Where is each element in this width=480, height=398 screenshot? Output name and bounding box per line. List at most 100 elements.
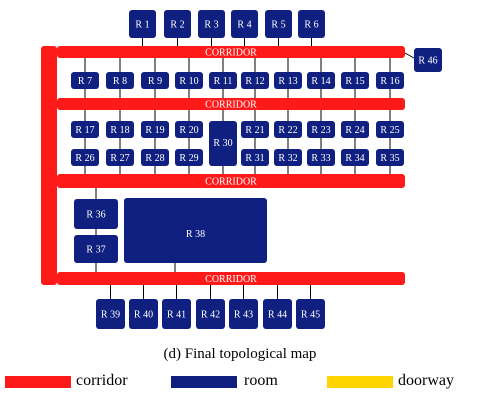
room-label: R 3 bbox=[204, 20, 218, 31]
legend-label-doorway: doorway bbox=[398, 372, 454, 389]
room-box bbox=[274, 121, 302, 138]
room-label: R 16 bbox=[380, 76, 399, 87]
room-box bbox=[209, 121, 237, 166]
room-r21: R 21 bbox=[241, 121, 269, 138]
room-r6: R 6 bbox=[298, 10, 325, 38]
room-box bbox=[124, 198, 267, 263]
room-box bbox=[307, 72, 335, 89]
room-r12: R 12 bbox=[241, 72, 269, 89]
room-box bbox=[307, 121, 335, 138]
room-label: R 6 bbox=[304, 20, 318, 31]
room-r35: R 35 bbox=[376, 149, 404, 166]
corridor-label: CORRIDOR bbox=[205, 177, 257, 188]
room-box bbox=[74, 199, 118, 229]
room-r19: R 19 bbox=[141, 121, 169, 138]
room-r5: R 5 bbox=[265, 10, 292, 38]
room-label: R 45 bbox=[301, 310, 320, 321]
room-r10: R 10 bbox=[175, 72, 203, 89]
room-box bbox=[231, 10, 258, 38]
room-r46: R 46 bbox=[414, 48, 442, 72]
room-r27: R 27 bbox=[106, 149, 134, 166]
room-label: R 32 bbox=[278, 153, 297, 164]
room-r32: R 32 bbox=[274, 149, 302, 166]
room-box bbox=[341, 149, 369, 166]
room-box bbox=[175, 72, 203, 89]
room-label: R 5 bbox=[271, 20, 285, 31]
room-r3: R 3 bbox=[198, 10, 225, 38]
room-r45: R 45 bbox=[296, 299, 325, 329]
room-r16: R 16 bbox=[376, 72, 404, 89]
room-label: R 7 bbox=[78, 76, 92, 87]
corridor-label: CORRIDOR bbox=[205, 274, 257, 285]
room-r44: R 44 bbox=[263, 299, 292, 329]
room-label: R 18 bbox=[110, 125, 129, 136]
room-box bbox=[376, 149, 404, 166]
room-r9: R 9 bbox=[141, 72, 169, 89]
room-box bbox=[175, 149, 203, 166]
room-label: R 41 bbox=[167, 310, 186, 321]
figure-caption: (d) Final topological map bbox=[163, 346, 317, 362]
corridor-label: CORRIDOR bbox=[205, 100, 257, 111]
room-label: R 44 bbox=[268, 310, 287, 321]
room-label: R 12 bbox=[245, 76, 264, 87]
room-label: R 34 bbox=[345, 153, 364, 164]
room-box bbox=[307, 149, 335, 166]
connector-line bbox=[404, 52, 415, 59]
room-label: R 40 bbox=[134, 310, 153, 321]
room-label: R 24 bbox=[345, 125, 364, 136]
room-box bbox=[141, 149, 169, 166]
room-r18: R 18 bbox=[106, 121, 134, 138]
corridor-1: CORRIDOR bbox=[57, 46, 405, 59]
room-label: R 20 bbox=[179, 125, 198, 136]
room-label: R 13 bbox=[278, 76, 297, 87]
room-r7: R 7 bbox=[71, 72, 99, 89]
room-r8: R 8 bbox=[106, 72, 134, 89]
room-box bbox=[241, 72, 269, 89]
corridor-bar bbox=[57, 98, 405, 110]
room-r30: R 30 bbox=[209, 121, 237, 166]
room-box bbox=[241, 121, 269, 138]
room-r15: R 15 bbox=[341, 72, 369, 89]
room-box bbox=[341, 72, 369, 89]
room-box bbox=[162, 299, 191, 329]
room-r37: R 37 bbox=[74, 235, 118, 263]
legend-label-room: room bbox=[244, 372, 278, 389]
room-label: R 11 bbox=[214, 76, 233, 87]
room-r20: R 20 bbox=[175, 121, 203, 138]
legend-swatch-doorway bbox=[327, 376, 393, 388]
room-label: R 21 bbox=[245, 125, 264, 136]
room-label: R 23 bbox=[311, 125, 330, 136]
room-box bbox=[198, 10, 225, 38]
room-box bbox=[141, 121, 169, 138]
room-label: R 27 bbox=[110, 153, 129, 164]
corridor-bar bbox=[57, 174, 405, 188]
room-label: R 15 bbox=[345, 76, 364, 87]
room-r11: R 11 bbox=[209, 72, 237, 89]
room-r25: R 25 bbox=[376, 121, 404, 138]
room-box bbox=[196, 299, 225, 329]
room-box bbox=[265, 10, 292, 38]
room-box bbox=[376, 72, 404, 89]
room-label: R 4 bbox=[237, 20, 251, 31]
room-r33: R 33 bbox=[307, 149, 335, 166]
room-box bbox=[263, 299, 292, 329]
legend-swatch-room bbox=[171, 376, 237, 388]
room-label: R 19 bbox=[145, 125, 164, 136]
legend-label-corridor: corridor bbox=[76, 372, 128, 389]
room-label: R 35 bbox=[380, 153, 399, 164]
room-box bbox=[175, 121, 203, 138]
room-r41: R 41 bbox=[162, 299, 191, 329]
room-box bbox=[414, 48, 442, 72]
room-label: R 2 bbox=[170, 20, 184, 31]
room-box bbox=[71, 149, 99, 166]
corridor-label: CORRIDOR bbox=[205, 48, 257, 59]
room-box bbox=[274, 72, 302, 89]
room-r2: R 2 bbox=[164, 10, 191, 38]
room-r42: R 42 bbox=[196, 299, 225, 329]
room-label: R 14 bbox=[311, 76, 330, 87]
room-box bbox=[96, 299, 125, 329]
room-label: R 33 bbox=[311, 153, 330, 164]
room-box bbox=[164, 10, 191, 38]
room-label: R 26 bbox=[75, 153, 94, 164]
